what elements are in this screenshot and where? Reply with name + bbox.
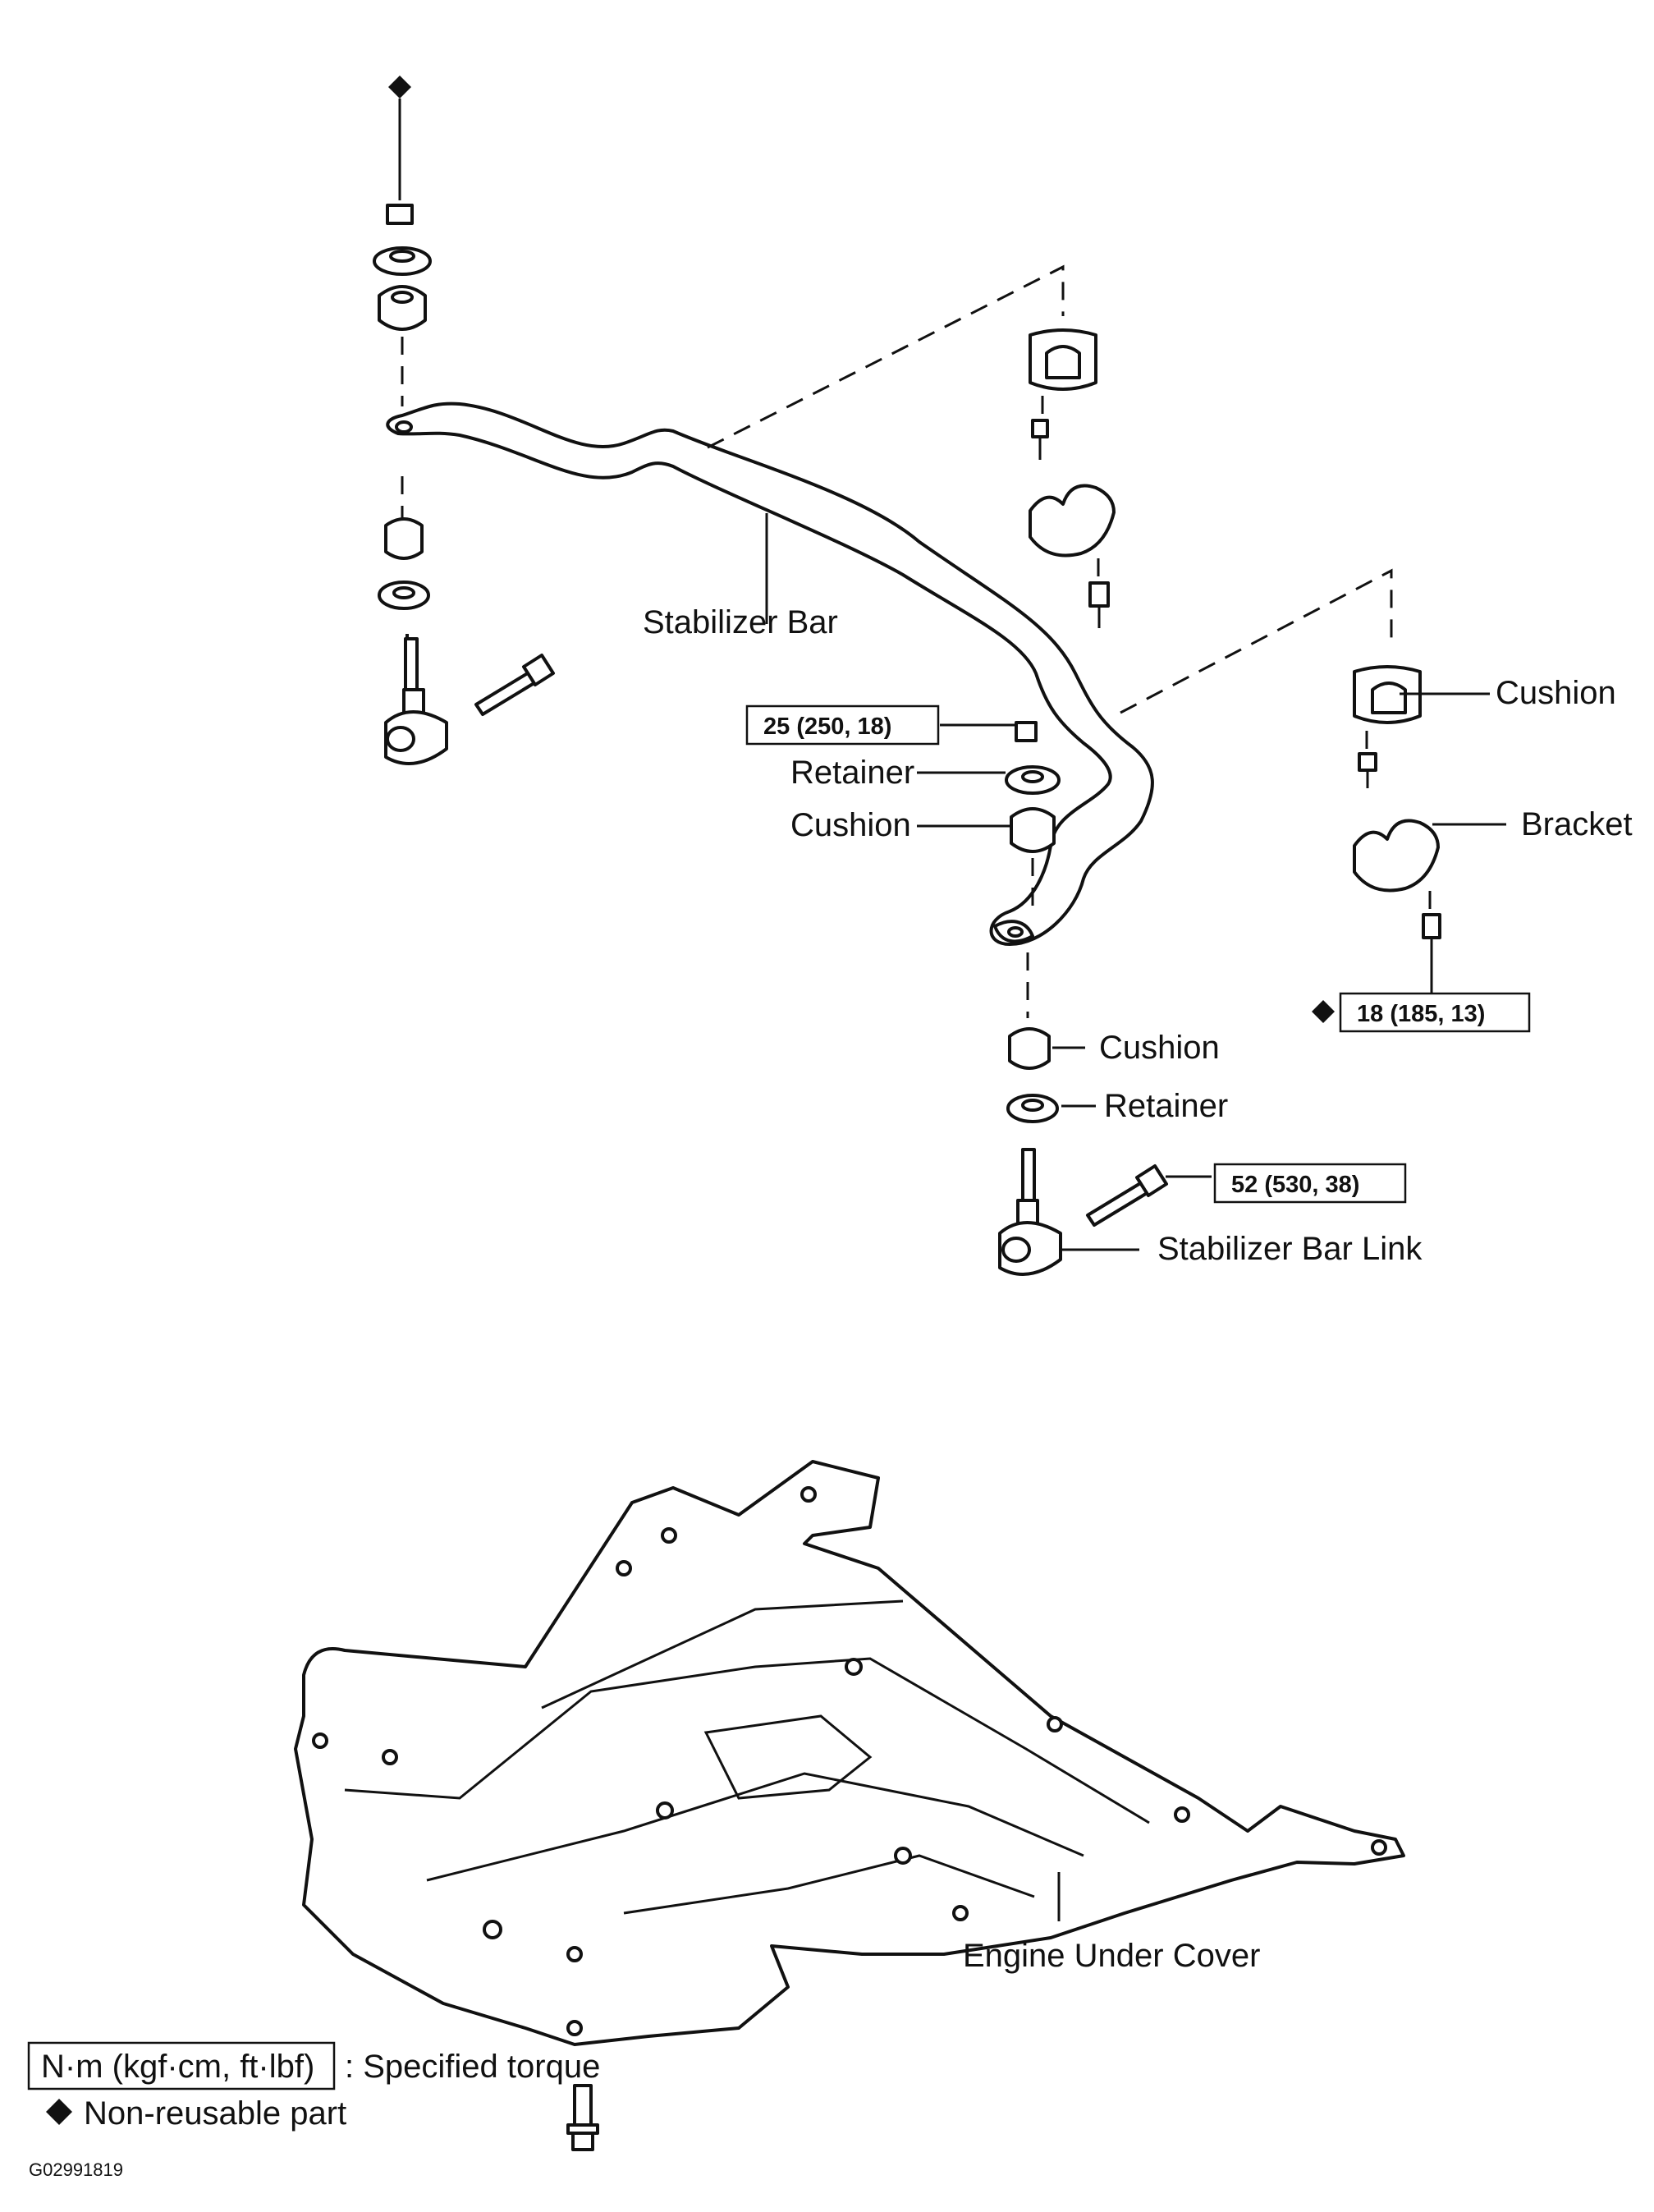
black-diamond-icon — [46, 2099, 72, 2125]
label-stabilizer-bar-link: Stabilizer Bar Link — [1157, 1231, 1423, 1267]
label-cushion-mid: Cushion — [790, 807, 911, 843]
legend-non-reusable: Non-reusable part — [84, 2095, 346, 2132]
legend-torque-unit: N·m (kgf·cm, ft·lbf) — [41, 2049, 314, 2085]
upper-bracket-assembly — [1029, 328, 1116, 628]
label-retainer-upper: Retainer — [790, 755, 914, 791]
svg-text:52 (530, 38): 52 (530, 38) — [1231, 1172, 1359, 1198]
torque-box-link-nut: 25 (250, 18) — [745, 704, 940, 746]
right-bracket-assembly — [1353, 665, 1441, 994]
legend: N·m (kgf·cm, ft·lbf) : Specified torque … — [27, 2041, 600, 2180]
svg-text:25 (250, 18): 25 (250, 18) — [763, 714, 891, 740]
label-engine-under-cover: Engine Under Cover — [963, 1938, 1260, 1974]
label-stabilizer-bar: Stabilizer Bar — [643, 604, 838, 640]
legend-torque-desc: : Specified torque — [345, 2049, 600, 2085]
stabilizer-bar — [386, 402, 1154, 946]
label-bracket: Bracket — [1521, 806, 1633, 842]
svg-text:18 (185, 13): 18 (185, 13) — [1357, 1001, 1485, 1027]
label-cushion-lower: Cushion — [1099, 1030, 1220, 1066]
leader-lines — [765, 513, 1506, 1921]
center-link-assembly — [998, 721, 1168, 1276]
torque-box-bracket-bolt: 18 (185, 13) — [1312, 992, 1531, 1033]
figure-id: G02991819 — [29, 2159, 123, 2180]
black-diamond-icon — [1312, 1000, 1335, 1023]
label-retainer-lower: Retainer — [1104, 1088, 1228, 1124]
label-cushion-upper: Cushion — [1496, 675, 1616, 711]
torque-box-link-bolt: 52 (530, 38) — [1213, 1163, 1407, 1204]
engine-under-cover — [294, 1460, 1405, 2151]
black-diamond-icon — [388, 76, 411, 99]
left-link-assembly — [373, 76, 555, 765]
